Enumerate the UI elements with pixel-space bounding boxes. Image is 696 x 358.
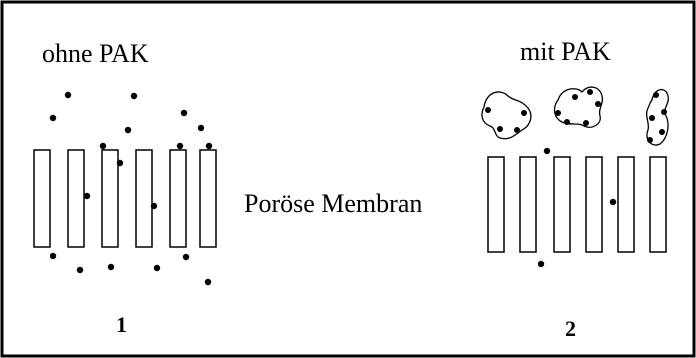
membrane-bar [199, 149, 217, 248]
particle [609, 198, 617, 206]
particle [64, 91, 72, 99]
particle [153, 264, 161, 272]
particle [555, 110, 561, 116]
particle [497, 126, 503, 132]
particle [537, 260, 545, 268]
particle [83, 192, 91, 200]
pak-outline [553, 86, 604, 128]
particle [572, 94, 578, 100]
particle [661, 109, 667, 115]
particle [514, 127, 520, 133]
label-mit-pak: mit PAK [520, 37, 611, 66]
panel-number-1: 1 [116, 312, 127, 337]
particles-left-inside [83, 159, 158, 210]
membrane-bar [553, 156, 571, 253]
panel-number-2: 2 [565, 316, 576, 341]
particle [521, 110, 527, 116]
particle [49, 252, 57, 260]
particle [180, 109, 188, 117]
pak-particle-1 [481, 91, 532, 140]
particle [647, 137, 653, 143]
particle [130, 92, 138, 100]
pak-particle-2 [553, 86, 604, 128]
particle [49, 114, 57, 122]
label-poroese-membran: Poröse Membran [244, 189, 422, 218]
particle [583, 120, 589, 126]
particle [76, 266, 84, 274]
particle [116, 159, 124, 167]
membrane-bar [33, 149, 51, 248]
particle [659, 129, 665, 135]
panel-with-pak: mit PAK [481, 37, 669, 341]
membrane-bar [101, 149, 119, 248]
particle [587, 89, 593, 95]
membrane-bar [135, 149, 153, 248]
membrane-bar [519, 156, 537, 253]
membrane-bar [617, 156, 635, 253]
membrane-bar [649, 156, 667, 253]
particle [564, 119, 570, 125]
label-ohne-pak: ohne PAK [42, 39, 149, 68]
particle [485, 107, 491, 113]
particle [107, 263, 115, 271]
membrane-left [33, 149, 217, 248]
particle [649, 115, 655, 121]
particle [99, 142, 107, 150]
particle [205, 142, 213, 150]
particle [653, 92, 659, 98]
particle [124, 126, 132, 134]
particle [543, 147, 551, 155]
membrane-bar [169, 149, 187, 248]
membrane-bar [585, 156, 603, 253]
particles-left-below [49, 252, 212, 286]
pak-outline [481, 91, 532, 140]
particle [176, 142, 184, 150]
particle [182, 253, 190, 261]
membrane-bar [487, 156, 505, 253]
particle [204, 278, 212, 286]
particle [197, 124, 205, 132]
membrane-right [487, 156, 667, 253]
particle [595, 101, 601, 107]
particles-left-above [49, 91, 213, 150]
panel-without-pak: ohne PAK [33, 39, 217, 337]
membrane-bar [67, 149, 85, 248]
pak-particle-3 [645, 89, 669, 146]
particle [150, 202, 158, 210]
